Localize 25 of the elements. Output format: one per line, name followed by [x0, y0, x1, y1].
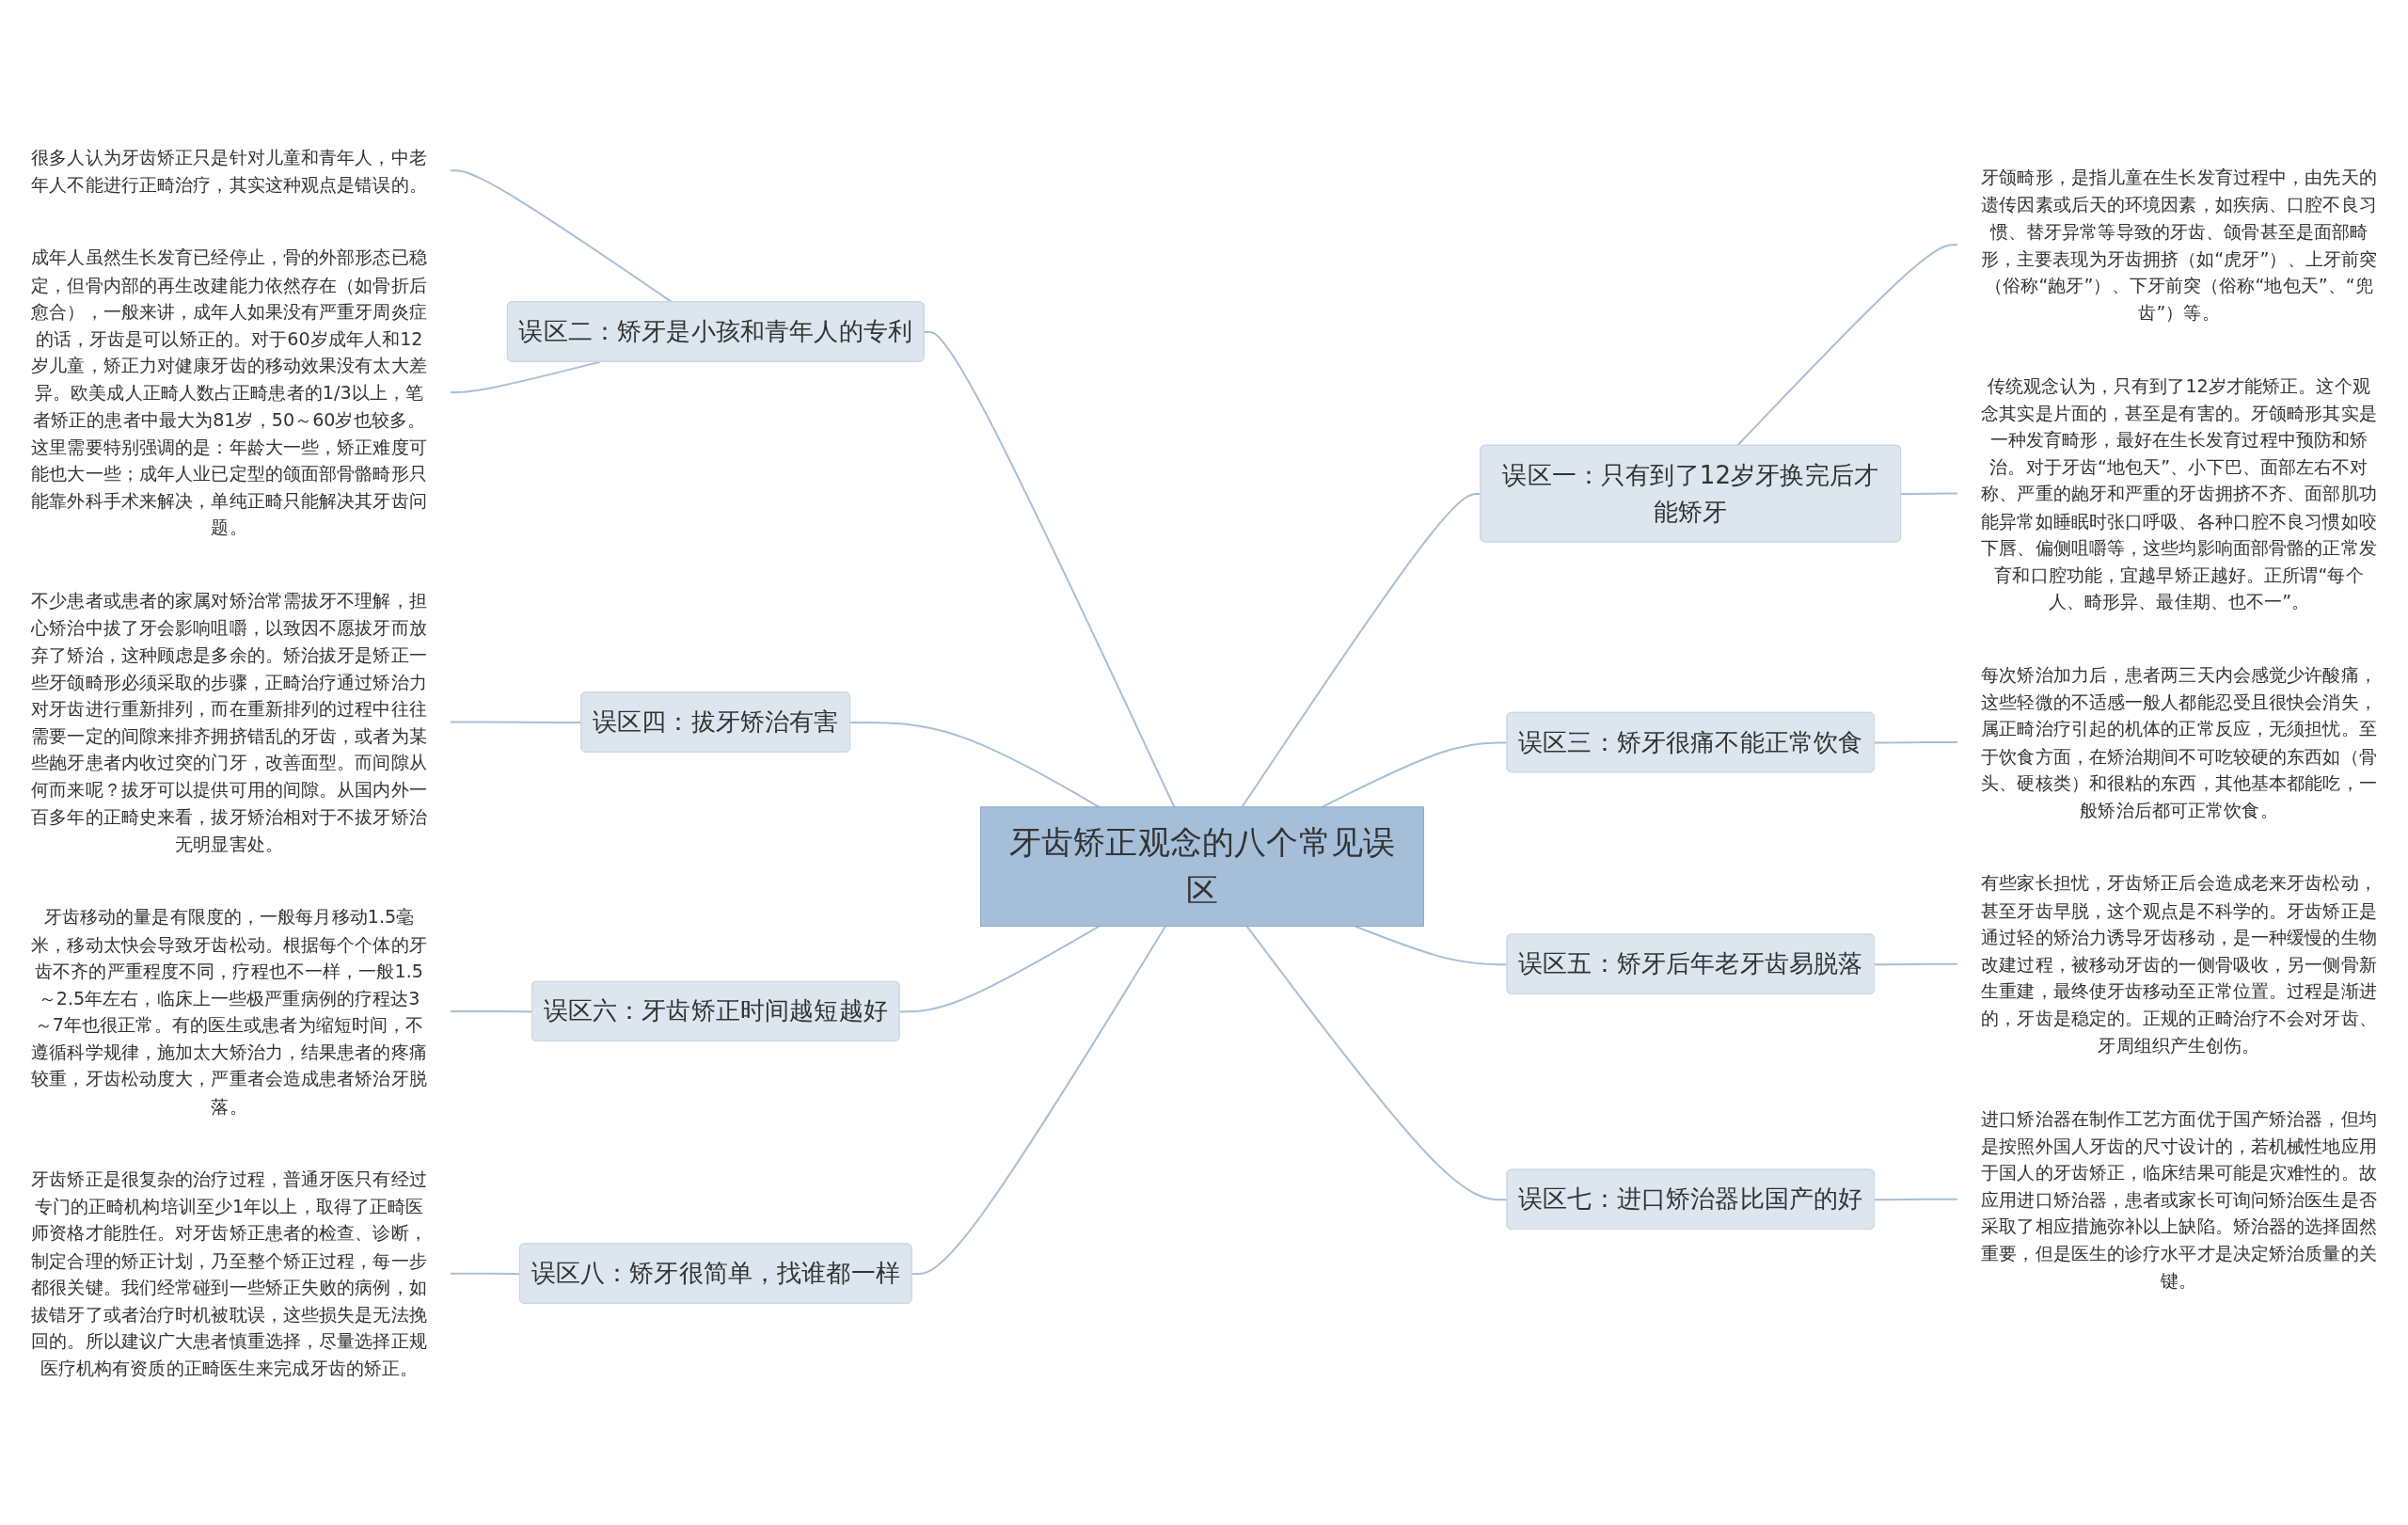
node-text: 牙齿移动的量是有限度的，一般每月移动1.5毫米，移动太快会导致牙齿松动。根据每个个体的牙齿不齐的严重程度不同，疗程也不一样，一般1.5～2.5年左右，临床上一些极严重病例的疗程达3～7年也很正常。有的医生或患者为缩短时间，不遵循科学规律，施加太大矫治力，结果患者的疼痛较重，牙齿松动度大，严重者会造成患者矫治牙脱落。: [31, 906, 427, 1117]
connector: [1901, 492, 1957, 496]
connector: [1874, 741, 1957, 744]
connector: [1321, 741, 1508, 808]
connector: [899, 925, 1100, 1013]
connector: [1245, 926, 1508, 1201]
connector: [911, 926, 1166, 1276]
node-text: 不少患者或患者的家属对矫治常需拔牙不理解，担心矫治中拔了牙会影响咀嚼，以致因不愿拔牙而放弃了矫治，这种顾虑是多余的。矫治拔牙是矫正一些牙颌畸形必须采取的步骤，正畸治疗通过矫治力对牙齿进行重新排列，而在重新排列的过程中往往需要一定的间隙来排齐拥挤错乱的牙齿，或者为某些龅牙患者内收过突的门牙，改善面型。而间隙从何而来呢？拔牙可以提供可用的间隙。从国内外一百多年的正畸史来看，拔牙矫治相对于不拔牙矫治无明显害处。: [31, 590, 427, 854]
node-box: 牙齿矫正观念的八个常见误区: [980, 806, 1424, 928]
connector: [1736, 244, 1957, 447]
node-text: 每次矫治加力后，患者两三天内会感觉少许酸痛，这些轻微的不适感一般人都能忍受且很快会消失，属正畸治疗引起的机体的正常反应，无须担忧。至于饮食方面，在矫治期间不可吃较硬的东西如（骨头、硬核类）和很粘的东西，其他基本都能吃，一般矫治后都可正常饮食。: [1981, 663, 2377, 820]
connector: [451, 1272, 520, 1276]
connector: [1874, 1198, 1957, 1201]
connector: [1874, 962, 1957, 966]
connector: [850, 721, 1100, 808]
node-text: 牙颌畸形，是指儿童在生长发育过程中，由先天的遗传因素或后天的环境因素，如疾病、口腔不良习惯、替牙异常等导致的牙齿、颌骨甚至是面部畸形，主要表现为牙齿拥挤（如“虎牙”）、上牙前突（俗称“龅牙”）、下牙前突（俗称“地包天”、“兜齿”）等。: [1980, 167, 2378, 323]
node-text: 牙齿矫正是很复杂的治疗过程，普通牙医只有经过专门的正畸机构培训至少1年以上，取得了正畸医师资格才能胜任。对牙齿矫正患者的检查、诊断，制定合理的矫正计划，乃至整个矫正过程，每一步都很关键。我们经常碰到一些矫正失败的病例，如拔错牙了或者治疗时机被耽误，这些损失是无法挽回的。所以建议广大患者慎重选择，尽量选择正规医疗机构有资质的正畸医生来完成牙齿的矫正。: [31, 1168, 427, 1378]
connector: [451, 360, 600, 394]
node-text: 很多人认为牙齿矫正只是针对儿童和青年人，中老年人不能进行正畸治疗，其实这种观点是错误的。: [31, 146, 427, 195]
connector: [924, 330, 1176, 808]
connector: [1354, 925, 1508, 966]
node-text: 进口矫治器在制作工艺方面优于国产矫治器，但均是按照外国人牙齿的尺寸设计的，若机械性地应用于国人的牙齿矫正，临床结果可能是灾难性的。故应用进口矫治器，患者或家长可询问矫治医生是否采取了相应措施弥补以上缺陷。矫治器的选择固然重要，但是医生的诊疗水平才是决定矫治质量的关键。: [1981, 1107, 2377, 1291]
node-text: 有些家长担忧，牙齿矫正后会造成老来牙齿松动，甚至牙齿早脱，这个观点是不科学的。牙齿矫正是通过轻的矫治力诱导牙齿移动，是一种缓慢的生物改建过程，被移动牙齿的一侧骨吸收，另一侧骨新生重建，最终使牙齿移动至正常位置。过程是渐进的，牙齿是稳定的。正规的正畸治疗不会对牙齿、牙周组织产生创伤。: [1981, 872, 2377, 1056]
node-text: 传统观念认为，只有到了12岁才能矫正。这个观念其实是片面的，甚至是有害的。牙颌畸形其实是一种发育畸形，最好在生长发育过程中预防和矫治。对于牙齿“地包天”、小下巴、面部左右不对称、严重的龅牙和严重的牙齿拥挤不齐、面部肌功能异常如睡眠时张口呼吸、各种口腔不良习惯如咬下唇、偏侧咀嚼等，这些均影响面部骨骼的正常发育和口腔功能，宜越早矫正越好。正所谓“每个人、畸形异、最佳期、也不一”。: [1981, 374, 2377, 612]
node-text: 成年人虽然生长发育已经停止，骨的外部形态已稳定，但骨内部的再生改建能力依然存在（如骨折后愈合），一般来讲，成年人如果没有严重牙周炎症的话，牙齿是可以矫正的。对于60岁成年人和12岁儿童，矫正力对健康牙齿的移动效果没有太大差异。欧美成人正畸人数占正畸患者的1/3以上，笔者矫正的患者中最大为81岁，50～60岁也较多。这里需要特别强调的是：年龄大一些，矫正难度可能也大一些；成年人业已定型的颌面部骨骼畸形只能靠外科手术来解决，单纯正畸只能解决其牙齿问题。: [31, 246, 427, 538]
